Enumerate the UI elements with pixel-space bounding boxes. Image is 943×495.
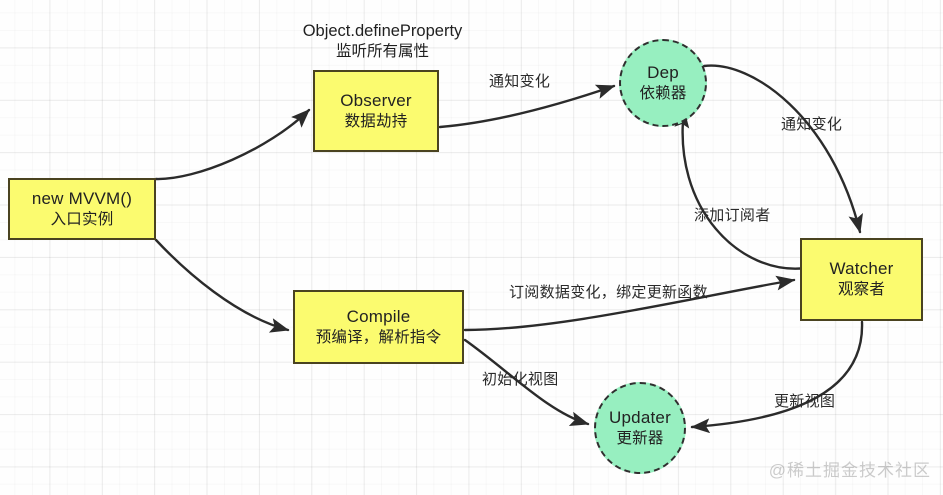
node-watcher-title: Watcher [829,259,894,279]
annotation-observer-note: Object.defineProperty 监听所有属性 [269,21,496,63]
node-updater-subtitle: 更新器 [616,429,664,447]
node-watcher-subtitle: 观察者 [837,281,886,299]
edge-label-watcher-to-updater: 更新视图 [774,393,836,410]
edge-dep-to-watcher [702,64,863,234]
edge-label-observer-to-dep: 通知变化 [489,73,551,90]
node-mvvm-subtitle: 入口实例 [50,210,114,228]
node-observer-title: Observer [340,90,412,110]
edge-label-compile-to-watcher: 订阅数据变化，绑定更新函数 [509,284,708,301]
edge-watcher-to-dep [674,108,808,270]
node-dep[interactable]: Dep 依赖器 [619,39,707,127]
node-watcher[interactable]: Watcher 观察者 [800,238,923,321]
edge-label-watcher-to-dep: 添加订阅者 [694,207,771,224]
node-dep-subtitle: 依赖器 [639,84,687,102]
node-updater-title: Updater [609,407,671,427]
edge-compile-to-updater [463,338,590,427]
node-dep-title: Dep [647,62,679,82]
watermark: @稀土掘金技术社区 [768,461,931,480]
edge-label-compile-to-updater: 初始化视图 [482,371,559,388]
edge-label-dep-to-watcher: 通知变化 [781,116,843,133]
node-compile-title: Compile [346,306,411,326]
node-mvvm[interactable]: new MVVM() 入口实例 [8,178,156,240]
node-updater[interactable]: Updater 更新器 [594,382,686,474]
node-observer-subtitle: 数据劫持 [344,112,408,130]
node-compile[interactable]: Compile 预编译，解析指令 [293,290,464,364]
edge-mvvm-to-compile [154,238,290,333]
edge-observer-to-dep [438,84,616,129]
annotation-observer-note-line2: 监听所有属性 [335,43,429,61]
node-mvvm-title: new MVVM() [31,188,133,208]
edge-mvvm-to-observer [154,108,311,181]
edge-watcher-to-updater [690,320,864,434]
node-observer[interactable]: Observer 数据劫持 [313,70,439,152]
edge-compile-to-watcher [463,275,796,332]
annotation-observer-note-line1: Object.defineProperty [302,22,463,40]
node-compile-subtitle: 预编译，解析指令 [315,328,442,346]
